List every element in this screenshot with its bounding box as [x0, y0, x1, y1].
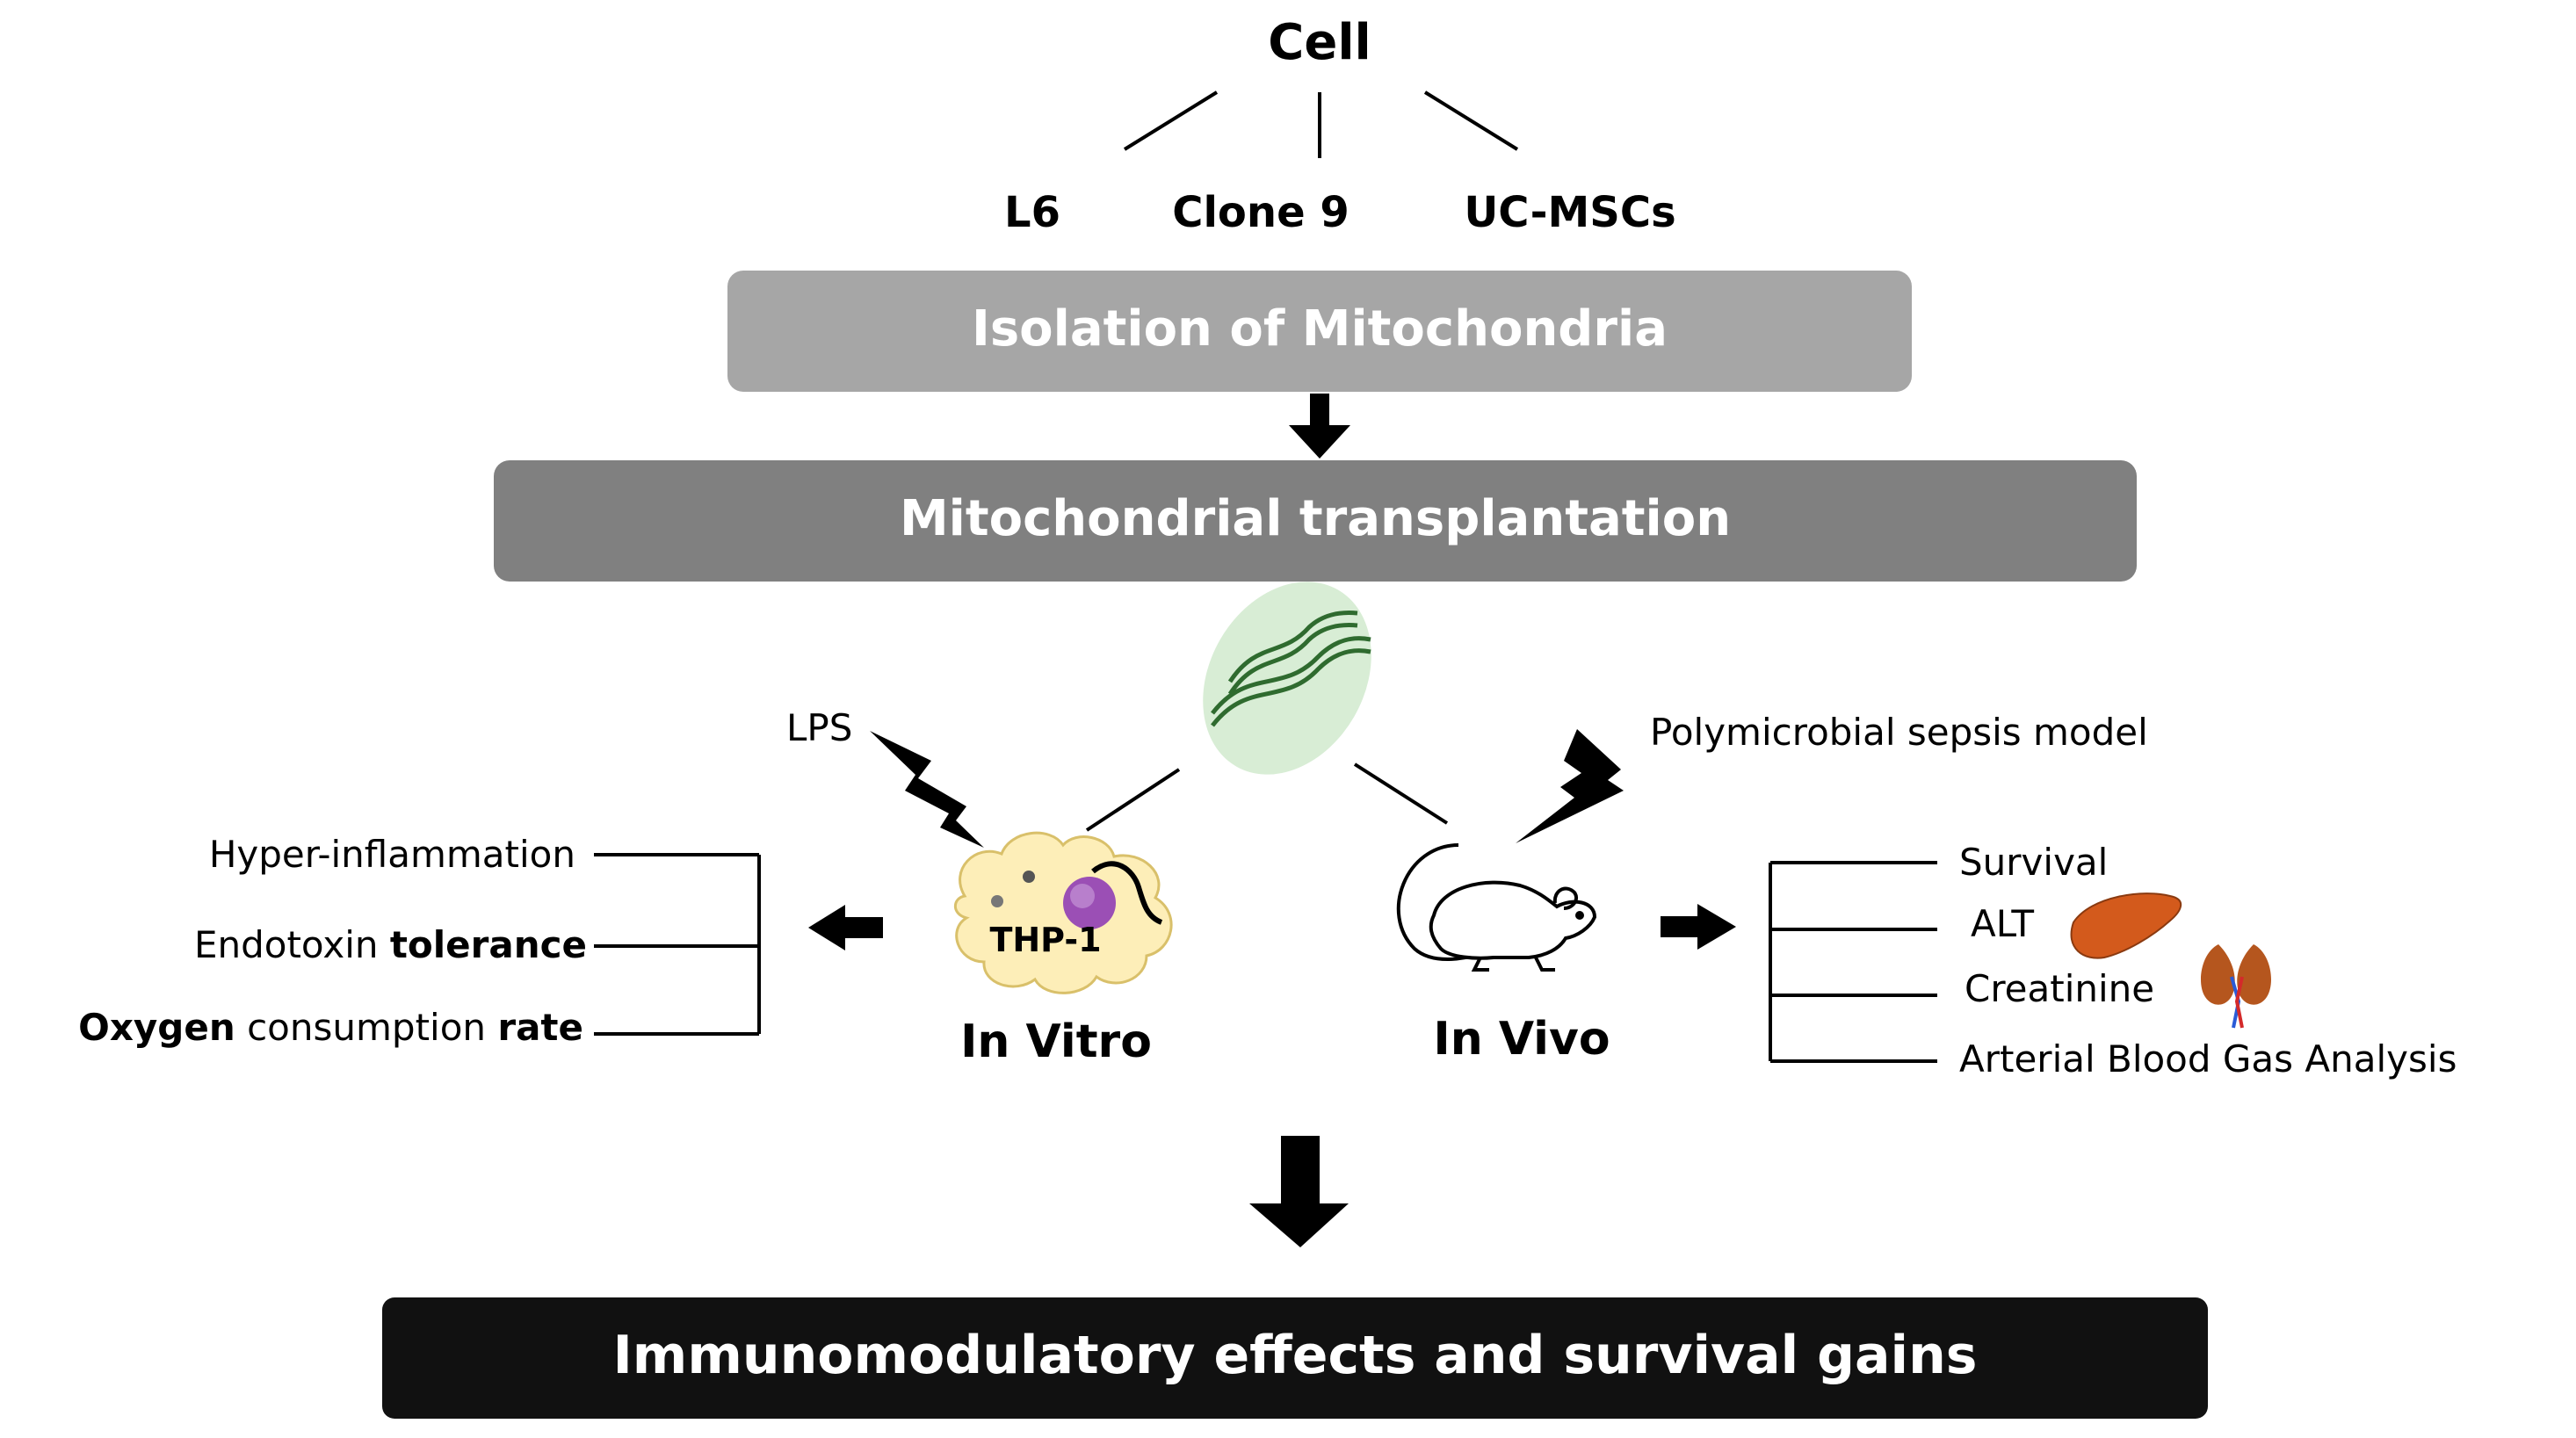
connector-cell-l6 — [1123, 90, 1219, 151]
invivo-outcome-alt: ALT — [1971, 902, 2034, 945]
lps-label: LPS — [786, 706, 852, 749]
mitochondrion-icon — [1203, 582, 1371, 775]
lightning-icon — [1516, 729, 1624, 843]
down-arrow-icon — [1289, 394, 1350, 459]
invitro-bracket — [594, 853, 761, 1036]
down-arrow-icon — [1249, 1136, 1349, 1247]
transplantation-box — [494, 460, 2137, 582]
lightning-icon — [870, 731, 984, 848]
sepsis-model-label: Polymicrobial sepsis model — [1650, 711, 2148, 754]
transplantation-label: Mitochondrial transplantation — [900, 490, 1731, 547]
invivo-outcome-survival: Survival — [1959, 841, 2108, 884]
invitro-outcome-oxygen-consumption: Oxygen consumption rate — [78, 1006, 583, 1049]
invivo-outcome-blood-gas: Arterial Blood Gas Analysis — [1959, 1037, 2457, 1080]
result-box — [382, 1297, 2208, 1419]
result-label: Immunomodulatory effects and survival ga… — [612, 1325, 1977, 1386]
kidney-icon — [2201, 944, 2271, 1029]
left-arrow-icon — [808, 905, 883, 950]
thp1-label: THP-1 — [989, 921, 1101, 959]
source-clone9: Clone 9 — [1172, 188, 1350, 237]
invivo-outcome-creatinine: Creatinine — [1965, 967, 2154, 1010]
isolation-label: Isolation of Mitochondria — [972, 300, 1668, 358]
connector-to-invitro — [1085, 768, 1181, 832]
source-l6: L6 — [1004, 188, 1060, 237]
mouse-icon — [1396, 843, 1597, 972]
thp1-cell-icon: THP-1 — [953, 831, 1173, 994]
source-ucmscs: UC-MSCs — [1464, 188, 1675, 237]
connector-cell-ucmscs — [1423, 90, 1519, 151]
liver-icon — [2070, 892, 2182, 959]
invitro-outcome-endotoxin-tolerance: Endotoxin tolerance — [194, 923, 587, 966]
right-arrow-icon — [1661, 904, 1736, 950]
connector-to-invivo — [1353, 762, 1449, 825]
in-vivo-label: In Vivo — [1433, 1013, 1610, 1066]
invitro-outcome-hyper-inflammation: Hyper-inflammation — [209, 833, 575, 876]
cell-title: Cell — [1268, 14, 1371, 71]
invivo-bracket — [1769, 861, 1937, 1063]
isolation-box — [727, 271, 1912, 392]
in-vitro-label: In Vitro — [960, 1015, 1152, 1068]
